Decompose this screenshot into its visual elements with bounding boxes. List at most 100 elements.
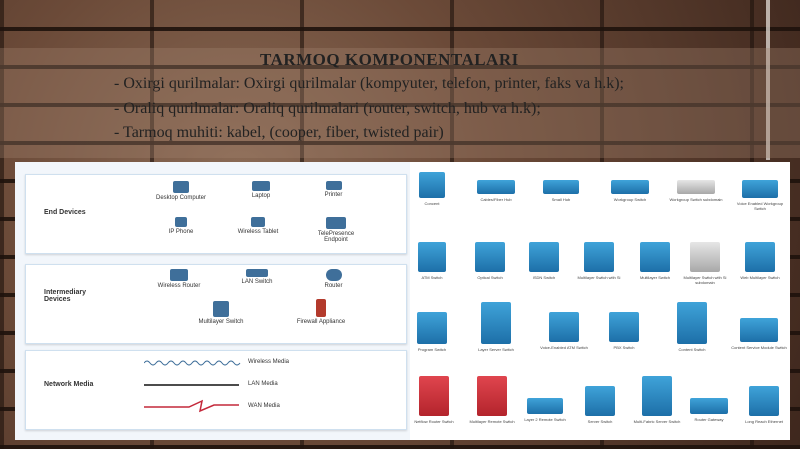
program-switch-icon [417, 312, 447, 344]
multilayer-switch-device: Multilayer Switch [186, 301, 256, 325]
workgroup-switch-icon [611, 180, 649, 194]
icon-label: Program Switch [417, 347, 447, 352]
icon-cell: Multi-Fabric Server Switch [632, 376, 682, 424]
content-service-module-icon [740, 318, 778, 342]
multilayer-remote-switch-icon [477, 376, 507, 416]
ip-phone-device: IP Phone [161, 217, 201, 235]
icon-label: Multilayer Switch [639, 275, 670, 280]
wireless-router-device: Wireless Router [144, 269, 214, 289]
laptop-icon [252, 181, 270, 191]
icon-label: Long Reach Ethernet [745, 419, 783, 424]
icon-cell: Optical Switch [468, 242, 512, 280]
icon-cell: ATM Switch [412, 242, 452, 280]
intermediary-section: Intermediary Devices Wireless Router LAN… [25, 264, 407, 344]
desktop-computer-device: Desktop Computer [146, 181, 216, 201]
voice-switch-icon [742, 180, 778, 198]
desktop-icon [173, 181, 189, 193]
icon-cell: Long Reach Ethernet [742, 386, 786, 424]
icon-label: ATM Switch [421, 275, 443, 280]
web-multilayer-switch-icon [745, 242, 775, 272]
server-switch-icon [585, 386, 615, 416]
device-label: Wireless Tablet [237, 229, 279, 235]
multilayer-switch-subdomain-icon [690, 242, 720, 272]
network-media-label: Network Media [44, 381, 94, 388]
long-reach-ethernet-icon [749, 386, 779, 416]
icon-cell: Layer Server Switch [472, 302, 520, 352]
device-label: Desktop Computer [155, 195, 207, 201]
media-label: Wireless Media [248, 359, 290, 365]
layer2-remote-switch-icon [527, 398, 563, 414]
firewall-device: Firewall Appliance [281, 299, 361, 325]
icon-label: Workgroup Switch [613, 197, 647, 202]
icon-label: Small Hub [551, 197, 571, 202]
icon-cell: Layer 2 Remote Switch [522, 398, 568, 422]
icon-cell: Web Multilayer Switch [732, 242, 788, 280]
wireless-media-line [144, 360, 241, 366]
workgroup-switch-subdomain-icon [677, 180, 715, 194]
wireless-router-icon [170, 269, 188, 281]
netflow-router-icon [419, 376, 449, 416]
concentrator-icon [419, 172, 445, 198]
small-hub-icon [543, 180, 579, 194]
ip-phone-icon [175, 217, 187, 227]
icon-cell: Content Service Module Switch [730, 318, 788, 350]
wan-media-line [144, 399, 239, 413]
icon-cell: Voice-Enabled ATM Switch [536, 312, 592, 350]
icon-label: Multi-Fabric Server Switch [633, 419, 681, 424]
icon-cell: Multilayer Switch with Si subdomain [680, 242, 730, 285]
network-components-diagram: End Devices Desktop Computer Laptop Prin… [15, 162, 410, 440]
device-label: Router [324, 283, 343, 289]
multilayer-switch-si-icon [584, 242, 614, 272]
multi-fabric-switch-icon [642, 376, 672, 416]
icon-cell: Router Gateway [686, 398, 732, 422]
icon-cell: Netflow Router Switch [412, 376, 456, 424]
icon-label: Optical Switch [477, 275, 503, 280]
icon-cell: Cables/Fiber Hub [470, 180, 522, 202]
media-label: WAN Media [248, 403, 280, 409]
icon-label: PBX Switch [613, 345, 635, 350]
telepresence-icon [326, 217, 346, 229]
icon-cell: Workgroup Switch subdomain [668, 180, 724, 202]
hub-icon [477, 180, 515, 194]
bullet-intermediary: - Oraliq qurilmalar: Oraliq qurilmalari … [114, 100, 541, 117]
end-devices-label: End Devices [44, 209, 86, 216]
network-media-section: Network Media Wireless Media LAN Media W… [25, 350, 407, 430]
icon-label: Multilayer Switch with Si subdomain [683, 275, 727, 285]
icon-label: Voice Enabled Workgroup Switch [736, 201, 784, 211]
icon-label: Server Switch [587, 419, 613, 424]
slide-title: TARMOQ KOMPONENTALARI [260, 50, 519, 69]
icon-cell: Multilayer Remote Switch [466, 376, 518, 424]
content-switch-icon [677, 302, 707, 344]
icon-label: Layer Server Switch [478, 347, 514, 352]
lan-switch-device: LAN Switch [232, 269, 282, 285]
switch-icon [246, 269, 268, 277]
device-label: Firewall Appliance [296, 319, 346, 325]
bullet-end-devices: - Oxirgi qurilmalar: Oxirgi qurilmalar (… [114, 75, 624, 92]
icon-label: Concent [424, 201, 440, 206]
printer-icon [325, 181, 342, 190]
decorative-stripe [766, 0, 770, 160]
icon-label: Multilayer Remote Switch [469, 419, 515, 424]
device-label: LAN Switch [241, 279, 273, 285]
bullet-media: - Tarmoq muhiti: kabel, (cooper, fiber, … [114, 124, 444, 141]
telepresence-device: TelePresence Endpoint [306, 217, 366, 243]
laptop-device: Laptop [241, 181, 281, 199]
multilayer-switch-icon [213, 301, 229, 317]
device-label: Multilayer Switch [198, 319, 244, 325]
icon-cell: Content Switch [670, 302, 714, 352]
icon-label: Netflow Router Switch [414, 419, 454, 424]
icon-label: Web Multilayer Switch [740, 275, 780, 280]
firewall-icon [316, 299, 326, 317]
icon-cell: PBX Switch [604, 312, 644, 350]
pbx-switch-icon [609, 312, 639, 342]
voice-atm-switch-icon [549, 312, 579, 342]
media-lines [144, 360, 241, 413]
isdn-switch-icon [529, 242, 559, 272]
media-label: LAN Media [248, 381, 278, 387]
device-label: TelePresence Endpoint [317, 231, 355, 243]
device-label: Printer [324, 192, 343, 198]
intermediary-label: Intermediary Devices [44, 289, 87, 303]
icon-cell: Program Switch [412, 312, 452, 352]
icon-label: Voice-Enabled ATM Switch [540, 345, 588, 350]
icon-cell: Voice Enabled Workgroup Switch [732, 180, 788, 211]
